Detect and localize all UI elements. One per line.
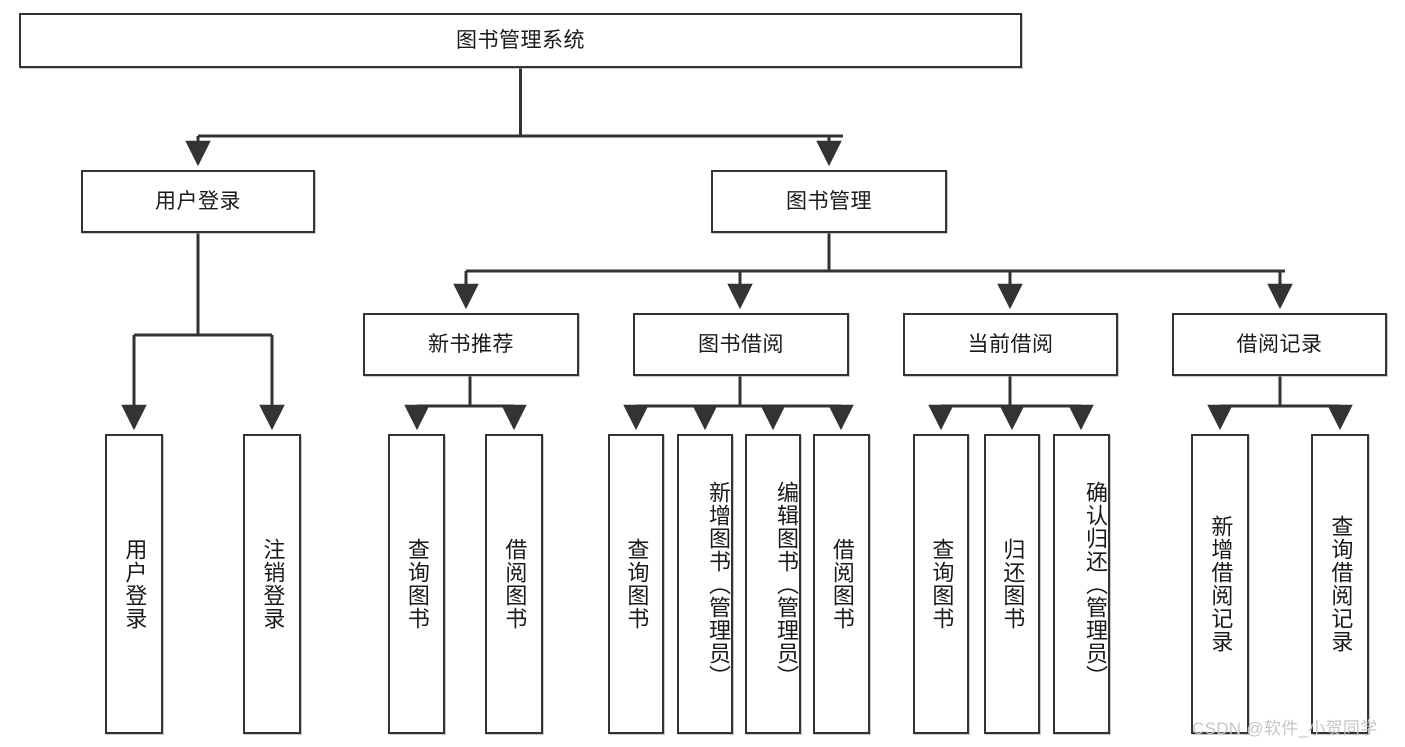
leaf-node-query-borrow-record[interactable]: 查询借阅记录 [1311, 434, 1369, 734]
leaf-label: 编辑图书（管理员） [774, 480, 799, 688]
node-root-label: 图书管理系统 [456, 28, 585, 52]
node-user-login[interactable]: 用户登录 [81, 170, 315, 233]
leaf-label: 查询借阅记录 [1328, 515, 1354, 653]
leaf-label: 借阅图书 [829, 538, 855, 630]
leaf-label: 新增图书（管理员） [706, 480, 731, 688]
leaf-label: 新增借阅记录 [1208, 515, 1234, 653]
node-book-management[interactable]: 图书管理 [711, 170, 947, 233]
leaf-label: 查询图书 [624, 538, 650, 630]
node-current-borrow-label: 当前借阅 [967, 332, 1054, 356]
node-user-login-label: 用户登录 [155, 189, 241, 213]
node-current-borrow[interactable]: 当前借阅 [903, 313, 1118, 376]
leaf-label: 确认归还（管理员） [1083, 480, 1108, 688]
csdn-watermark: CSDN @软件_小贺同学 [1192, 719, 1378, 738]
leaf-node-logout[interactable]: 注销登录 [243, 434, 301, 734]
leaf-node-edit-book-admin[interactable]: 编辑图书（管理员） [745, 434, 801, 734]
node-root[interactable]: 图书管理系统 [19, 13, 1022, 68]
leaf-label: 注销登录 [260, 538, 286, 630]
leaf-node-user-login[interactable]: 用户登录 [105, 434, 163, 734]
leaf-label: 借阅图书 [502, 538, 528, 630]
leaf-node-borrow-books[interactable]: 借阅图书 [813, 434, 870, 734]
node-book-borrow[interactable]: 图书借阅 [633, 313, 849, 376]
node-borrow-records-label: 借阅记录 [1236, 332, 1323, 356]
node-new-book-recommend-label: 新书推荐 [428, 332, 514, 356]
leaf-node-query-books-borrow[interactable]: 查询图书 [608, 434, 664, 734]
leaf-node-add-borrow-record[interactable]: 新增借阅记录 [1191, 434, 1249, 734]
leaf-label: 查询图书 [404, 538, 430, 630]
node-book-borrow-label: 图书借阅 [698, 332, 784, 356]
leaf-label: 用户登录 [122, 538, 148, 630]
node-new-book-recommend[interactable]: 新书推荐 [363, 313, 579, 376]
leaf-label: 查询图书 [929, 538, 955, 630]
leaf-label: 归还图书 [1000, 538, 1026, 630]
leaf-node-borrow-books-new[interactable]: 借阅图书 [485, 434, 543, 734]
leaf-node-add-book-admin[interactable]: 新增图书（管理员） [677, 434, 733, 734]
leaf-node-confirm-return-admin[interactable]: 确认归还（管理员） [1053, 434, 1110, 734]
leaf-node-return-books[interactable]: 归还图书 [984, 434, 1040, 734]
node-book-management-label: 图书管理 [786, 189, 872, 213]
node-borrow-records[interactable]: 借阅记录 [1172, 313, 1387, 376]
leaf-node-query-books-current[interactable]: 查询图书 [913, 434, 969, 734]
leaf-node-query-books-new[interactable]: 查询图书 [388, 434, 445, 734]
